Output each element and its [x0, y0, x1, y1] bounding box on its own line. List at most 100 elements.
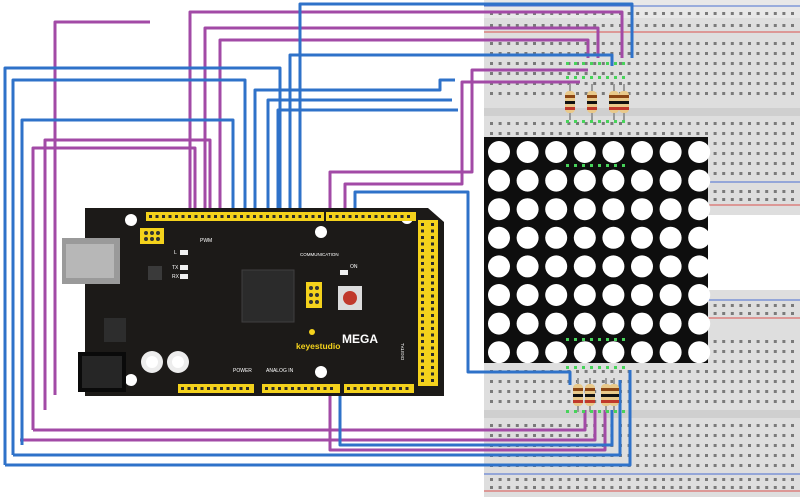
- matrix-pin: [622, 164, 625, 167]
- led-matrix-dot: [631, 341, 653, 364]
- breadboard-hole: [550, 424, 554, 427]
- breadboard-hole: [739, 370, 743, 373]
- header-pin-hole: [353, 387, 357, 390]
- breadboard-hole: [722, 12, 726, 15]
- breadboard-hole: [653, 132, 657, 135]
- header-pin-hole: [421, 223, 424, 226]
- header-pin-hole: [421, 366, 424, 369]
- breadboard-hole: [576, 122, 579, 125]
- led-matrix-dot: [488, 284, 510, 306]
- led-matrix-dot: [488, 255, 510, 278]
- breadboard-hole: [756, 92, 760, 95]
- breadboard-pin-marker: [614, 62, 617, 65]
- breadboard-hole: [687, 122, 691, 125]
- header-pin-hole: [431, 268, 434, 272]
- header-pin-hole: [355, 215, 358, 218]
- breadboard-hole: [679, 72, 683, 75]
- breadboard-hole: [670, 464, 674, 467]
- breadboard-hole: [739, 304, 743, 307]
- led-matrix-dot: [688, 312, 711, 335]
- breadboard-pin-marker: [582, 366, 585, 369]
- breadboard-hole: [782, 82, 786, 85]
- header-pin-hole: [421, 281, 424, 285]
- breadboard-hole: [610, 380, 614, 383]
- breadboard-hole: [713, 172, 717, 175]
- breadboard-hole: [730, 486, 734, 489]
- breadboard-hole: [610, 122, 614, 125]
- breadboard-hole: [756, 162, 760, 165]
- breadboard-hole: [507, 42, 511, 45]
- breadboard-hole: [558, 434, 562, 437]
- breadboard-hole: [748, 478, 751, 481]
- resistor-band: [585, 394, 595, 397]
- breadboard-hole: [791, 24, 794, 27]
- breadboard-hole: [550, 434, 554, 437]
- led-matrix-dot: [516, 141, 539, 163]
- breadboard-hole: [782, 62, 786, 65]
- resistor-band: [587, 107, 597, 110]
- breadboard-hole: [541, 132, 545, 135]
- resistor-band: [565, 101, 575, 104]
- breadboard-pin-marker: [574, 76, 577, 79]
- breadboard-hole: [756, 190, 760, 193]
- breadboard-hole: [550, 400, 554, 403]
- breadboard-hole: [756, 400, 760, 403]
- breadboard-hole: [636, 400, 640, 403]
- breadboard-hole: [739, 12, 743, 15]
- breadboard-hole: [722, 454, 726, 457]
- breadboard-hole: [791, 304, 794, 307]
- breadboard-hole: [773, 142, 777, 145]
- breadboard-hole: [687, 454, 691, 457]
- resistor: [609, 84, 619, 120]
- breadboard-hole: [662, 478, 665, 481]
- led-l: [180, 250, 188, 255]
- breadboard-pin-marker: [606, 366, 609, 369]
- breadboard-hole: [662, 132, 665, 135]
- breadboard-hole: [739, 92, 743, 95]
- breadboard-hole: [550, 486, 554, 489]
- breadboard-hole: [782, 444, 786, 447]
- breadboard-hole: [739, 424, 743, 427]
- breadboard-hole: [722, 360, 726, 363]
- breadboard-hole: [705, 424, 708, 427]
- breadboard-hole: [610, 82, 614, 85]
- breadboard-hole: [627, 478, 631, 481]
- breadboard-hole: [627, 72, 631, 75]
- header-pin-hole: [386, 387, 389, 390]
- breadboard-hole: [679, 62, 683, 65]
- breadboard-hole: [644, 380, 648, 383]
- breadboard-hole: [490, 424, 493, 427]
- header-pin-hole: [239, 387, 243, 390]
- matrix-pin: [614, 164, 617, 167]
- breadboard-hole: [756, 52, 760, 55]
- breadboard-hole: [584, 122, 588, 125]
- breadboard-hole: [644, 132, 648, 135]
- breadboard-pin-marker: [606, 120, 609, 123]
- led-matrix-dot: [602, 226, 625, 249]
- header-pin-hole: [220, 387, 223, 390]
- breadboard-pin-marker: [622, 120, 625, 123]
- header-analog-b: [344, 384, 414, 393]
- breadboard-hole: [541, 400, 545, 403]
- breadboard-hole: [713, 486, 717, 489]
- led-matrix-dot: [516, 198, 539, 221]
- breadboard-hole: [748, 390, 751, 393]
- breadboard-hole: [550, 42, 554, 45]
- header-pin-hole: [233, 215, 237, 218]
- breadboard-hole: [722, 370, 726, 373]
- pin-hole: [144, 231, 148, 235]
- breadboard-hole: [558, 478, 562, 481]
- resistor-band: [585, 388, 595, 391]
- header-pin-hole: [265, 387, 268, 390]
- breadboard-hole: [713, 464, 717, 467]
- header-pin-hole: [374, 215, 378, 218]
- breadboard-hole: [662, 380, 665, 383]
- breadboard-hole: [636, 370, 640, 373]
- breadboard-hole: [627, 52, 631, 55]
- breadboard-hole: [490, 434, 493, 437]
- breadboard-hole: [584, 380, 588, 383]
- breadboard-hole: [584, 24, 588, 27]
- header-pin-hole: [421, 294, 424, 298]
- breadboard-hole: [696, 444, 700, 447]
- breadboard-hole: [765, 464, 769, 467]
